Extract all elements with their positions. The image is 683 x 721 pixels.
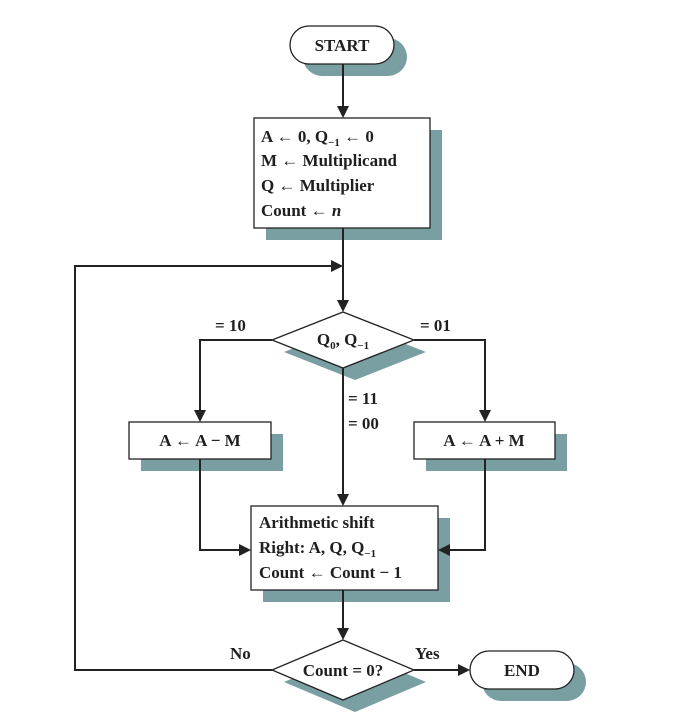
subtract-label: A ← A − M: [159, 431, 240, 450]
decision-q-node: Q0, Q−1: [270, 311, 426, 380]
arrow-into-shift-right: [438, 544, 450, 556]
decision-count-box: [270, 639, 416, 701]
end-node: END: [469, 650, 586, 701]
edge-label-middle-2: = 00: [348, 414, 379, 433]
decision-count-label: Count = 0?: [303, 661, 384, 680]
add-label: A ← A + M: [443, 431, 524, 450]
arrow-into-init: [337, 106, 349, 118]
edge-subtract-shift: [199, 459, 243, 551]
edge-label-left: = 10: [215, 316, 246, 335]
decision-q-label: Q0, Q−1: [317, 330, 369, 352]
init-node: A ← 0, Q−1 ← 0 M ← Multiplicand Q ← Mult…: [253, 117, 442, 240]
subtract-box: [128, 421, 272, 460]
shift-line-3: Count ← Count − 1: [259, 563, 402, 582]
shift-node: Arithmetic shift Right: A, Q, Q−1 Count …: [250, 505, 450, 602]
init-line-2: M ← Multiplicand: [261, 151, 398, 170]
arrow-into-count: [337, 628, 349, 640]
subtract-node: A ← A − M: [128, 421, 283, 471]
shift-line-1: Arithmetic shift: [259, 513, 375, 532]
edge-label-yes: Yes: [415, 644, 440, 663]
edge-label-right: = 01: [420, 316, 451, 335]
start-node: START: [289, 25, 407, 76]
add-node: A ← A + M: [413, 421, 567, 471]
add-box: [413, 421, 556, 460]
end-label: END: [504, 661, 540, 680]
arrow-into-add: [479, 410, 491, 422]
edge-labels: = 10 = 01 = 11 = 00 No Yes: [215, 316, 451, 663]
arrow-into-end: [458, 664, 470, 676]
init-line-4: Count ← n: [261, 201, 341, 220]
arrow-into-shift-left: [239, 544, 251, 556]
start-label: START: [315, 36, 370, 55]
connectors: [74, 64, 486, 671]
edge-add-shift: [446, 459, 486, 551]
edge-decision-add: [414, 339, 486, 414]
arrow-into-decision: [337, 300, 349, 312]
shift-line-2: Right: A, Q, Q−1: [259, 538, 376, 560]
arrow-into-shift-top: [337, 494, 349, 506]
init-line-1: A ← 0, Q−1 ← 0: [261, 127, 374, 149]
init-box: [253, 117, 431, 229]
arrow-loop-merge: [331, 260, 343, 272]
edge-loop-back: [74, 265, 335, 671]
edge-label-middle-1: = 11: [348, 389, 378, 408]
decision-count-node: Count = 0?: [270, 639, 426, 712]
init-line-3: Q ← Multiplier: [261, 176, 375, 195]
arrow-into-subtract: [194, 410, 206, 422]
shift-box: [250, 505, 439, 591]
edge-label-no: No: [230, 644, 251, 663]
arrowheads: [194, 106, 491, 676]
edge-decision-subtract: [199, 339, 272, 414]
